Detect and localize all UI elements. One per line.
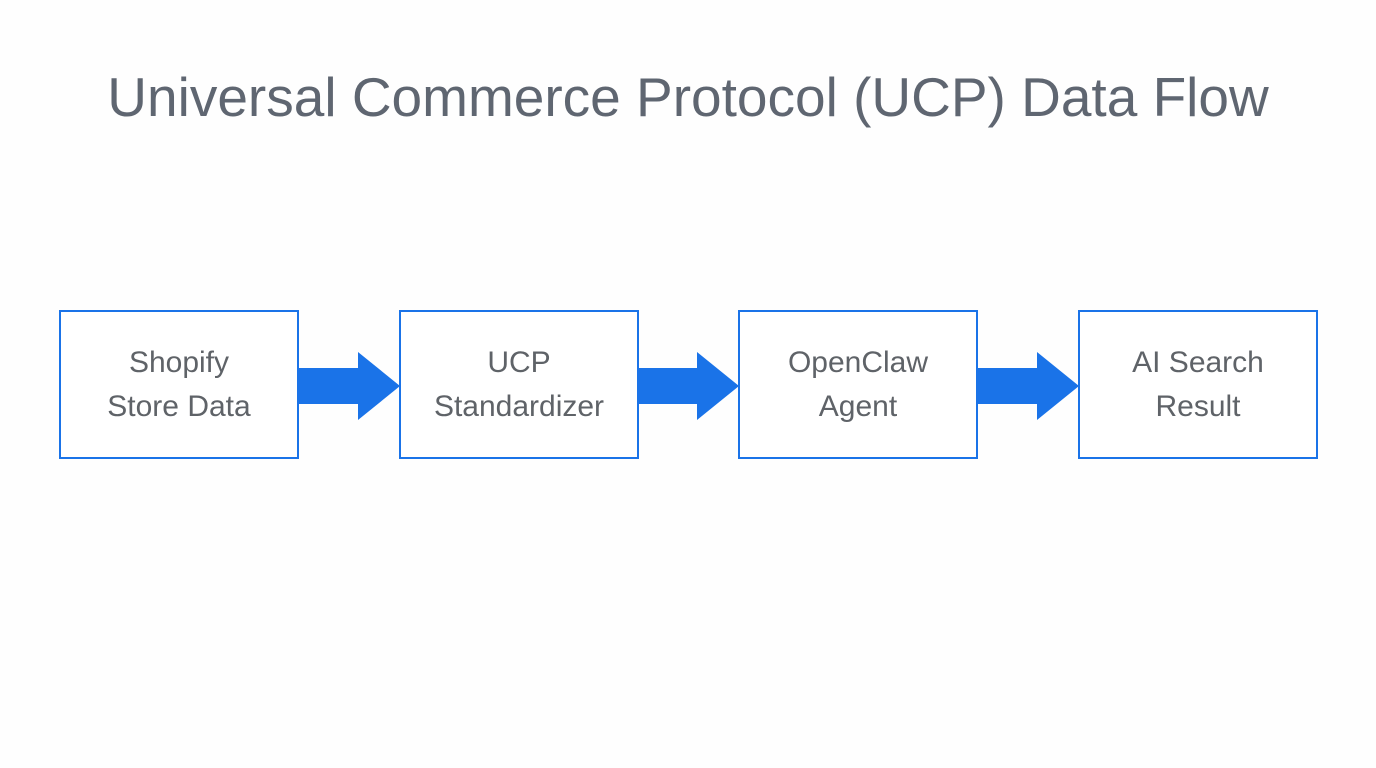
flow-node-label-line2: Standardizer <box>433 389 605 423</box>
page-title: Universal Commerce Protocol (UCP) Data F… <box>107 66 1269 128</box>
flow-node-label-line1: OpenClaw <box>787 345 929 379</box>
flow-node-label-line1: Shopify <box>128 345 230 379</box>
flow-node-ai-search-result[interactable]: AI Search Result <box>1078 310 1318 459</box>
arrow-right-icon-openclaw-to-result <box>978 352 1079 420</box>
flow-node-ucp-standardizer[interactable]: UCP Standardizer <box>399 310 639 459</box>
flow-node-label-line2: Result <box>1155 389 1241 423</box>
arrow-right-icon-shopify-to-ucp <box>299 352 400 420</box>
arrow-right-icon-ucp-to-openclaw <box>639 352 739 420</box>
flow-node-label-line1: UCP <box>487 345 551 379</box>
flow-node-openclaw-agent[interactable]: OpenClaw Agent <box>738 310 978 459</box>
flow-node-label-line2: Store Data <box>107 389 251 423</box>
flow-node-label-line2: Agent <box>818 389 898 423</box>
flow-node-label-line1: AI Search <box>1132 345 1264 379</box>
flow-node-shopify-store-data[interactable]: Shopify Store Data <box>59 310 299 459</box>
